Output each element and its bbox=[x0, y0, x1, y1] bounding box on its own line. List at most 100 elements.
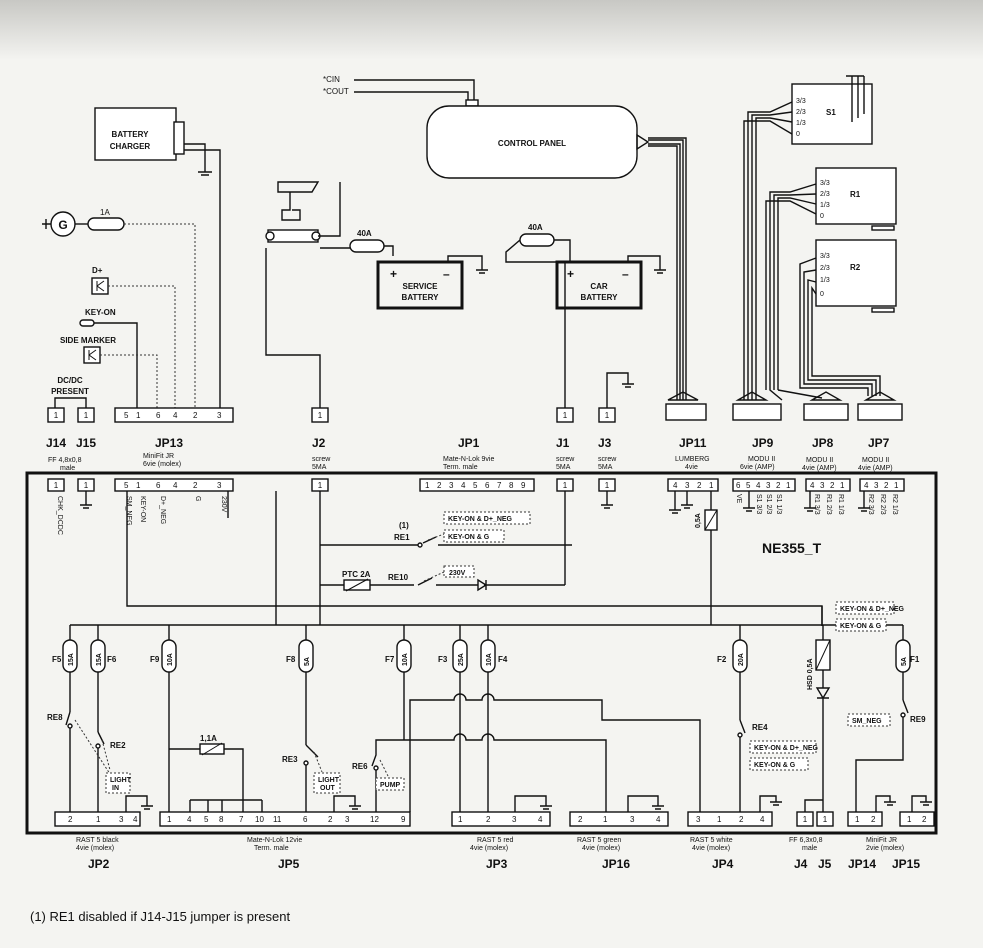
svg-text:4: 4 bbox=[133, 815, 138, 824]
svg-text:3: 3 bbox=[874, 481, 879, 490]
svg-text:4vie (molex): 4vie (molex) bbox=[76, 845, 114, 852]
fuse-40a-car-label: 40A bbox=[528, 223, 543, 232]
jp4-pins bbox=[687, 811, 773, 827]
fuse-f2-label: F2 bbox=[717, 655, 727, 664]
d-plus-label: D+ bbox=[92, 266, 103, 275]
re1-label: RE1 bbox=[394, 533, 410, 542]
top-connector-labels: J14 J15 FF 4,8x0,8 male JP13 MiniFit JR … bbox=[46, 436, 893, 472]
svg-text:5: 5 bbox=[204, 815, 209, 824]
ptc-label: PTC 2A bbox=[342, 570, 371, 579]
svg-text:3: 3 bbox=[630, 815, 635, 824]
svg-text:2: 2 bbox=[486, 815, 491, 824]
svg-text:RAST 5 white: RAST 5 white bbox=[690, 837, 733, 844]
svg-text:MODU II: MODU II bbox=[862, 457, 889, 464]
svg-text:Mate-N-Lok 12vie: Mate-N-Lok 12vie bbox=[247, 837, 302, 844]
svg-text:1: 1 bbox=[605, 481, 610, 490]
svg-text:1: 1 bbox=[54, 411, 59, 420]
fuse-f2: 20A bbox=[732, 639, 748, 673]
jp11-pins bbox=[667, 478, 719, 492]
car-battery-line1: CAR bbox=[590, 282, 608, 291]
svg-text:1: 1 bbox=[840, 481, 845, 490]
svg-text:1: 1 bbox=[136, 411, 141, 420]
key-on-label: KEY-ON bbox=[85, 308, 116, 317]
svg-text:1: 1 bbox=[894, 481, 899, 490]
svg-text:3: 3 bbox=[217, 481, 222, 490]
svg-text:4: 4 bbox=[864, 481, 869, 490]
jp5-pins bbox=[159, 811, 411, 827]
c-in-label: *CIN bbox=[323, 75, 340, 84]
ne355-board bbox=[25, 471, 938, 835]
svg-text:1: 1 bbox=[603, 815, 608, 824]
jp7-label: JP7 bbox=[868, 436, 890, 450]
jp14-label: JP14 bbox=[848, 857, 876, 871]
svg-text:1/3: 1/3 bbox=[820, 202, 830, 209]
svg-text:KEY-ON & G: KEY-ON & G bbox=[840, 623, 882, 630]
j4-label: J4 bbox=[794, 857, 808, 871]
re2-label: RE2 bbox=[110, 741, 126, 750]
svg-text:10: 10 bbox=[255, 815, 264, 824]
svg-text:1: 1 bbox=[786, 481, 791, 490]
svg-text:5: 5 bbox=[124, 411, 129, 420]
svg-text:3: 3 bbox=[766, 481, 771, 490]
jp2-label: JP2 bbox=[88, 857, 110, 871]
sig-g: G bbox=[194, 496, 201, 501]
svg-text:4: 4 bbox=[461, 481, 466, 490]
svg-text:4: 4 bbox=[173, 481, 178, 490]
fuse-05a-label: 0,5A bbox=[695, 513, 702, 528]
j14-label: J14 bbox=[46, 436, 66, 450]
svg-text:3: 3 bbox=[449, 481, 454, 490]
jp4-label: JP4 bbox=[712, 857, 734, 871]
svg-text:8: 8 bbox=[219, 815, 224, 824]
fuse-f1: 5A bbox=[895, 639, 911, 673]
svg-text:6: 6 bbox=[736, 481, 741, 490]
svg-text:4: 4 bbox=[173, 411, 178, 420]
svg-text:1: 1 bbox=[458, 815, 463, 824]
svg-text:Term. male: Term. male bbox=[254, 845, 289, 852]
light-out-line1: LIGHT bbox=[318, 777, 340, 784]
svg-text:6: 6 bbox=[485, 481, 490, 490]
svg-text:–: – bbox=[443, 267, 450, 281]
fuse-f7: 10A bbox=[396, 639, 412, 673]
svg-text:2: 2 bbox=[697, 481, 702, 490]
svg-text:screw: screw bbox=[598, 456, 617, 463]
re10-label: RE10 bbox=[388, 573, 409, 582]
svg-text:1: 1 bbox=[605, 411, 610, 420]
service-battery-line2: BATTERY bbox=[402, 293, 440, 302]
svg-text:3: 3 bbox=[820, 481, 825, 490]
fuse-f8-rating: 5A bbox=[304, 657, 311, 666]
r2-label: R2 bbox=[850, 263, 861, 272]
svg-text:4vie (molex): 4vie (molex) bbox=[582, 845, 620, 852]
svg-text:S1 1/3: S1 1/3 bbox=[775, 494, 782, 514]
svg-text:3: 3 bbox=[217, 411, 222, 420]
svg-text:screw: screw bbox=[312, 456, 331, 463]
svg-text:8: 8 bbox=[509, 481, 514, 490]
svg-text:2: 2 bbox=[884, 481, 889, 490]
re4-label: RE4 bbox=[752, 723, 768, 732]
hsd-label: HSD 0,5A bbox=[807, 658, 814, 690]
svg-text:–: – bbox=[622, 267, 629, 281]
svg-text:MiniFit JR: MiniFit JR bbox=[143, 453, 174, 460]
svg-text:R2 2/3: R2 2/3 bbox=[879, 494, 886, 515]
svg-text:2: 2 bbox=[776, 481, 781, 490]
svg-text:0: 0 bbox=[820, 213, 824, 220]
svg-text:5MA: 5MA bbox=[598, 464, 613, 471]
svg-text:3: 3 bbox=[119, 815, 124, 824]
svg-text:Term. male: Term. male bbox=[443, 464, 478, 471]
fuse-f4-label: F4 bbox=[498, 655, 508, 664]
svg-text:1: 1 bbox=[709, 481, 714, 490]
svg-text:1: 1 bbox=[84, 411, 89, 420]
svg-text:R2 3/3: R2 3/3 bbox=[867, 494, 874, 515]
bottom-connector-labels: RAST 5 black 4vie (molex) JP2 Mate-N-Lok… bbox=[76, 837, 920, 871]
sig-key-on: KEY-ON bbox=[139, 496, 146, 522]
svg-text:1/3: 1/3 bbox=[796, 120, 806, 127]
svg-text:2: 2 bbox=[739, 815, 744, 824]
svg-text:1: 1 bbox=[425, 481, 430, 490]
svg-text:RAST 5 red: RAST 5 red bbox=[477, 837, 514, 844]
fuse-f9-label: F9 bbox=[150, 655, 160, 664]
svg-text:9: 9 bbox=[521, 481, 526, 490]
dcdc-line1: DC/DC bbox=[57, 376, 83, 385]
svg-text:1: 1 bbox=[167, 815, 172, 824]
fuse-f6-label: F6 bbox=[107, 655, 117, 664]
re10-230v: 230V bbox=[449, 570, 466, 577]
